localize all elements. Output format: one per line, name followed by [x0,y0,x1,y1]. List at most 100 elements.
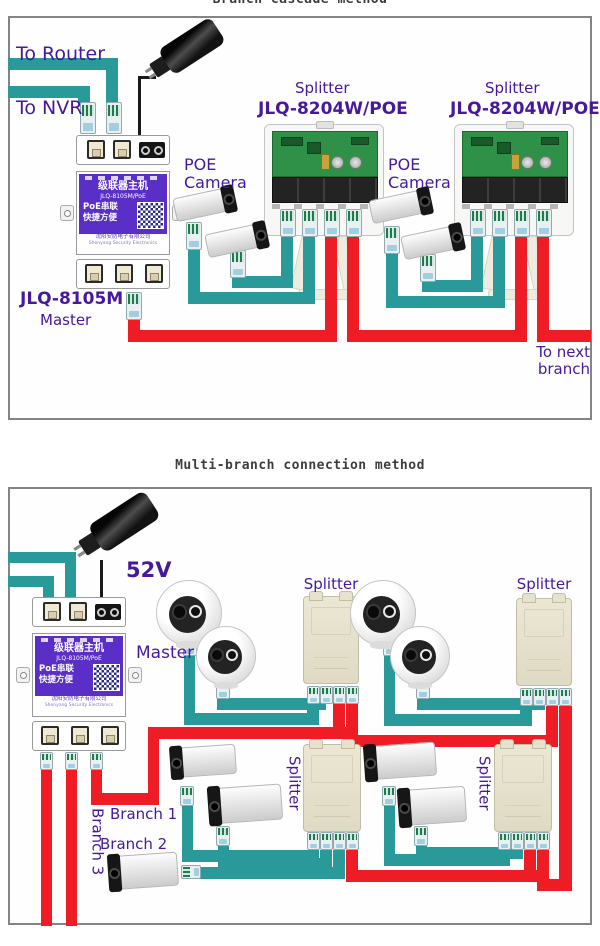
rj45-port [145,264,163,283]
rj45-connector [40,752,53,770]
poe-splitter-box [303,739,361,832]
poe-splitter-unit [264,121,384,237]
bullet-camera [106,850,180,893]
bullet-camera [362,740,438,783]
camera-network-cable [320,850,332,870]
camera-network-cable [217,698,326,710]
camera-network-cable [281,226,293,288]
splitter-a-label: Splitter [303,575,359,593]
rj45-connector [126,292,142,320]
rj45-port [492,209,508,237]
rj45-connector [511,832,524,850]
splitter-b-label: Splitter [516,575,572,593]
camera-network-cable [520,706,532,726]
port-labels [272,204,376,209]
rj45-port [43,602,61,621]
rj45-connector [80,102,96,134]
case-tab [316,121,334,129]
master-unit: 级联器主机 JLQ-8105M/PoE PoE串联 快捷方便 沈阳安防电子有限公… [60,131,186,293]
rj45-port [69,602,87,621]
rj45-connector [346,832,359,850]
camera-network-cable [422,280,483,292]
mounting-ear [60,205,74,221]
poe-trunk-cable [537,850,549,891]
dome-camera [196,626,256,689]
rj45-connector [180,786,194,806]
power-cord [138,76,156,79]
poe-trunk-cable [347,330,527,342]
branch1-cable [91,766,102,805]
master-bottom-ports [32,721,126,751]
rj45-connector [346,686,359,704]
to-next-branch-label: To next branch [536,343,590,379]
rj45-connector [106,102,122,134]
label-port-markings [85,176,161,180]
poe-trunk-cable [515,226,527,342]
nvr-network-cable [78,86,90,104]
transformer-blocks [462,177,568,203]
rj45-connector [333,686,346,704]
case-tab [506,121,524,129]
rj45-connector [216,826,230,846]
poe-splitter-unit [454,121,574,237]
rj45-connector [90,752,103,770]
camera-network-cable [386,296,505,308]
branch2-cable [66,766,77,926]
rj45-port [71,726,89,745]
branch3-label: Branch 3 [88,808,107,876]
rj45-connector [307,686,320,704]
splitter-c-label: Splitter [285,756,304,811]
poe-trunk-cable [559,706,572,891]
splitter-d-label: Splitter [475,756,494,811]
branch1-label: Branch 1 [110,805,178,823]
bullet-camera [168,742,237,781]
branch3-cable [41,766,52,926]
splitter1-model-label: JLQ-8204W/POE [258,99,408,119]
transformer-blocks [272,177,378,203]
rj45-port [85,264,103,283]
uplink-network-cable [8,576,54,587]
camera-network-cable [386,252,398,308]
rj45-port [87,140,105,159]
poe-trunk-cable [546,706,558,747]
power-cord [138,76,141,142]
mounting-ear [128,667,142,683]
uplink-network-cable [65,552,76,600]
camera-network-cable [188,292,315,304]
port-labels [462,204,566,209]
rj45-connector [498,832,511,850]
master-label: 级联器主机 JLQ-8105M/PoE PoE串联 快捷方便 沈阳安防电子有限公… [32,633,126,717]
camera-network-cable [384,714,532,726]
camera-network-cable [218,843,229,870]
poe-trunk-cable [537,226,549,342]
rj45-port [113,140,131,159]
uplink-network-cable [8,552,76,563]
camera-network-cable [198,867,345,879]
master-name-cn: 级联器主机 [54,643,104,654]
branch1-cable [91,793,159,805]
qr-code [93,664,120,691]
to-nvr-label: To NVR [16,97,83,119]
master-name-cn: 级联器主机 [98,181,148,192]
camera-network-cable [303,226,315,304]
circuit-board [272,131,378,177]
power-voltage-label: 52V [126,558,172,582]
rj45-connector [181,865,201,879]
camera-network-cable [184,654,195,725]
rj45-connector [524,832,537,850]
nvr-network-cable [8,86,90,98]
rj45-connector [559,688,572,706]
camera-network-cable [416,847,523,859]
rj45-port [41,726,59,745]
rj45-connector [414,826,428,846]
rj45-port [514,209,530,237]
master-top-ports [76,135,170,165]
qr-code [137,202,164,229]
rj45-connector [307,832,320,850]
branch1-cable [148,727,159,805]
camera-network-cable [384,804,395,866]
company-info: 沈阳安防电子有限公司 Shenyang Security Electronics [79,234,167,250]
camera-network-cable [384,654,395,726]
poe-splitter-box [494,739,552,832]
